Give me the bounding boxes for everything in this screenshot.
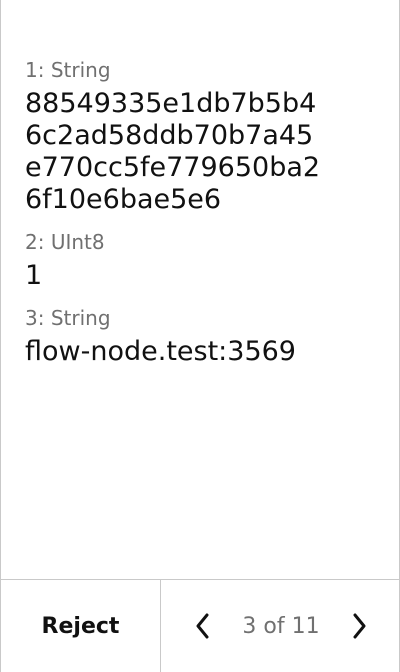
chevron-right-icon[interactable] bbox=[343, 606, 375, 646]
fields-list: 1: String 88549335e1db7b5b4 6c2ad58ddb70… bbox=[25, 56, 377, 380]
pager: 3 of 11 bbox=[161, 580, 399, 672]
field-label: 3: String bbox=[25, 306, 111, 330]
page-indicator: 3 of 11 bbox=[242, 613, 320, 639]
field-label: 1: String bbox=[25, 58, 111, 82]
footer-bar: Reject 3 of 11 bbox=[1, 579, 399, 672]
field-value: flow-node.test:3569 bbox=[25, 336, 296, 367]
field-value: 88549335e1db7b5b4 6c2ad58ddb70b7a45 e770… bbox=[25, 88, 321, 215]
field-label: 2: UInt8 bbox=[25, 230, 105, 254]
field-1: 1: String 88549335e1db7b5b4 6c2ad58ddb70… bbox=[25, 56, 377, 216]
field-2: 2: UInt8 1 bbox=[25, 228, 377, 292]
field-3: 3: String flow-node.test:3569 bbox=[25, 304, 377, 368]
chevron-left-icon[interactable] bbox=[187, 606, 219, 646]
reject-button[interactable]: Reject bbox=[1, 580, 161, 672]
field-value: 1 bbox=[25, 260, 43, 291]
